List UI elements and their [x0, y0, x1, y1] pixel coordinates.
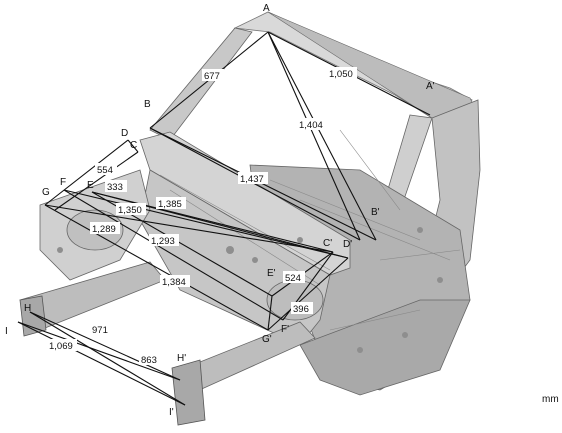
- point-hprime-label: H': [177, 353, 186, 364]
- dim-i-iprime: 1,069: [49, 341, 73, 352]
- dim-b-dprime: 1,437: [240, 174, 264, 185]
- point-gprime-label: G': [262, 334, 272, 345]
- point-g-label: G: [42, 187, 50, 198]
- dim-f-dprime: 1,293: [151, 236, 175, 247]
- measurement-lines: [17, 31, 431, 406]
- dim-a-bprime: 1,404: [299, 120, 323, 131]
- point-eprime-label: E': [267, 268, 276, 279]
- line-a-bprime-2: [267, 31, 361, 241]
- point-dprime-label: D': [343, 239, 352, 250]
- dim-e-cprime: 1,385: [158, 199, 182, 210]
- car-body-illustration: [19, 11, 481, 426]
- point-b-label: B: [144, 99, 151, 110]
- unit-label: mm: [542, 394, 559, 405]
- point-aprime-label: A': [426, 81, 435, 92]
- line-d-c: [127, 139, 139, 153]
- dim-h-hprime: 971: [92, 325, 108, 336]
- line-dprime-gprime: [267, 257, 349, 331]
- dim-c-fprime: 396: [293, 304, 309, 315]
- point-a-label: A: [263, 3, 270, 14]
- line-i-hprime: [17, 321, 181, 381]
- line-g-cprime: [44, 204, 334, 253]
- point-fprime-label: F': [281, 324, 289, 335]
- dim-h-iprime: 863: [141, 355, 157, 366]
- line-h-iprime: [29, 311, 186, 406]
- dim-g-cprime: 1,289: [92, 224, 116, 235]
- line-eprime-gprime: [267, 295, 273, 331]
- line-f-fprime: [63, 189, 284, 321]
- line-c-g: [54, 151, 139, 211]
- line-d-g: [44, 139, 129, 206]
- point-i-label: I: [5, 326, 8, 337]
- point-labels: A A' B B' C C' D D' E E' F F' G G' H H' …: [5, 3, 435, 418]
- dim-d-cprime: 554: [97, 165, 113, 176]
- dim-e-eprime: 524: [285, 273, 301, 284]
- point-f-label: F: [60, 177, 66, 188]
- point-iprime-label: I': [169, 407, 174, 418]
- dim-g-fprime: 1,384: [162, 277, 186, 288]
- line-i-iprime: [17, 321, 186, 406]
- line-h-hprime: [29, 311, 181, 381]
- point-d-label: D: [121, 128, 128, 139]
- dimension-labels: 677 1,050 1,404 1,437 554 333 1,385 1,35…: [47, 67, 357, 366]
- dim-a-aprime: 1,050: [329, 69, 353, 80]
- point-bprime-label: B': [371, 207, 380, 218]
- dim-e-dprime: 1,350: [118, 205, 142, 216]
- dim-a-b: 677: [204, 71, 220, 82]
- dim-c-dprime: 333: [107, 182, 123, 193]
- point-c-label: C: [130, 140, 137, 151]
- line-g-gprime: [44, 204, 269, 331]
- point-h-label: H: [24, 303, 31, 314]
- point-cprime-label: C': [323, 238, 332, 249]
- line-a-bprime: [267, 31, 377, 241]
- point-e-label: E: [87, 180, 94, 191]
